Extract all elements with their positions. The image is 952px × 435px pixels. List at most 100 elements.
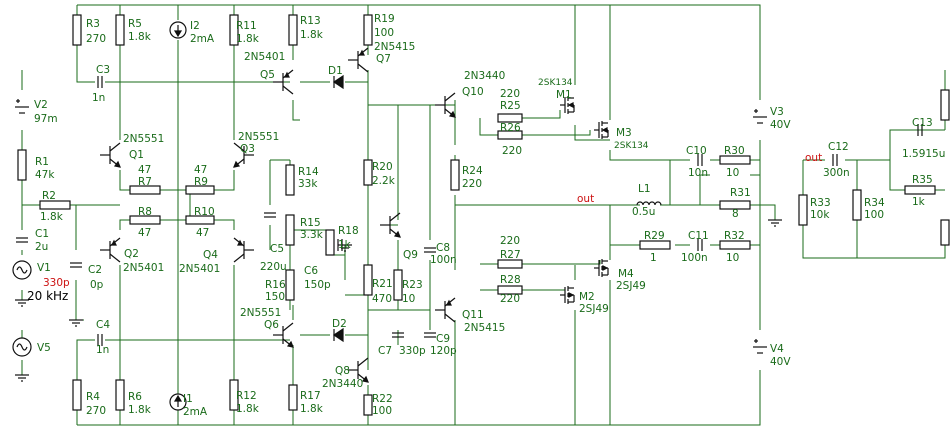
label-r14-name: R14 [298, 166, 319, 178]
label-c7-value: 330p [399, 345, 426, 357]
r11-symbol [229, 14, 239, 46]
r34-symbol [852, 189, 862, 221]
label-q1-name: Q1 [129, 149, 144, 161]
label-r18-value: 1k [338, 239, 352, 251]
r14-symbol [285, 164, 295, 196]
label-i2-value: 2mA [190, 33, 215, 45]
r10-symbol [185, 215, 215, 225]
q5-symbol [273, 69, 294, 95]
r8-symbol [129, 215, 161, 225]
label-r16-value: 150 [265, 291, 285, 303]
label-r12-value: 1.8k [236, 403, 260, 415]
label-r7-name: R7 [138, 176, 152, 188]
label-r13-value: 1.8k [300, 29, 324, 41]
label-r23-value: 10 [402, 293, 415, 305]
c2-symbol [70, 262, 82, 268]
label-q8-name: Q8 [335, 365, 350, 377]
label-r34-value: 100 [864, 209, 884, 221]
label-c1-name: C1 [35, 228, 49, 240]
label-q1-part: 2N5551 [123, 133, 164, 145]
label-c8-name: C8 [436, 242, 450, 254]
q6-symbol [273, 322, 294, 348]
label-r10-name: R10 [194, 206, 215, 218]
label-m3-part: 2SK134 [614, 141, 649, 151]
c4-symbol [97, 334, 103, 346]
r27-symbol [497, 259, 523, 269]
components [12, 14, 950, 416]
label-v2-value: 97m [34, 113, 58, 125]
label-r11-value: 1.8k [236, 33, 260, 45]
c11-symbol [697, 239, 703, 251]
label-q2-part: 2N5401 [123, 262, 164, 274]
label-c10-value: 10n [688, 167, 708, 179]
label-r23-name: R23 [402, 279, 423, 291]
r4-symbol [72, 379, 82, 411]
ground-input [15, 374, 29, 382]
label-c4-name: C4 [96, 319, 110, 331]
d1-symbol [332, 74, 344, 90]
v3-battery-symbol [753, 109, 767, 124]
r31-symbol [719, 200, 751, 210]
label-r29-name: R29 [644, 230, 665, 242]
r5-symbol [115, 14, 125, 46]
label-v2-name: V2 [34, 99, 48, 111]
label-m4-part: 2SJ49 [616, 280, 646, 292]
label-r20-value: 2.2k [372, 175, 396, 187]
label-r25-value: 220 [500, 88, 520, 100]
r35-symbol [904, 185, 936, 195]
label-v5-name: V5 [37, 342, 51, 354]
label-r6-name: R6 [128, 391, 142, 403]
label-r3-name: R3 [86, 18, 100, 30]
label-l1-name: L1 [638, 183, 651, 195]
q11-symbol [435, 297, 456, 323]
r20-symbol [363, 159, 373, 186]
label-r31-name: R31 [730, 187, 751, 199]
label-l1-value: 0.5u [632, 206, 655, 218]
label-r33-value: 10k [810, 209, 830, 221]
q10-symbol [435, 92, 456, 118]
label-q10-part: 2N3440 [464, 70, 505, 82]
q7-symbol [348, 47, 369, 73]
label-r3-value: 270 [86, 33, 106, 45]
label-q6-part: 2N5551 [240, 307, 281, 319]
r29-symbol [639, 240, 671, 250]
label-r30-value: 10 [726, 167, 739, 179]
c13-symbol [917, 124, 923, 136]
label-v3-value: 40V [770, 119, 791, 131]
c8-symbol [424, 247, 436, 253]
r13-symbol [288, 14, 298, 46]
r15-symbol [285, 214, 295, 246]
label-r26-name: R26 [500, 122, 521, 134]
label-r19-name: R19 [374, 13, 395, 25]
label-q3-part: 2N5551 [238, 131, 279, 143]
label-c10-name: C10 [686, 145, 707, 157]
label-i1-value: 2mA [183, 406, 208, 418]
c7-symbol [392, 332, 404, 338]
label-r6-value: 1.8k [128, 404, 152, 416]
label-c7-name: C7 [378, 345, 392, 357]
v5-sine-source-symbol [12, 337, 32, 357]
m3-symbol [594, 121, 609, 139]
label-c5-name: C5 [270, 243, 284, 255]
label-c11-name: C11 [688, 230, 709, 242]
label-r30-name: R30 [724, 145, 745, 157]
label-r9-name: R9 [194, 176, 208, 188]
c10-symbol [697, 154, 703, 166]
label-c3-value: 1n [92, 92, 105, 104]
label-r9-value: 47 [194, 164, 207, 176]
label-c11-value: 100n [681, 252, 708, 264]
q3-symbol [233, 142, 254, 168]
label-r12-name: R12 [236, 390, 257, 402]
label-v4-value: 40V [770, 356, 791, 368]
label-m1-name: M1 [556, 89, 572, 101]
i1-current-source-symbol [169, 393, 187, 411]
label-v1-freq: 20 kHz [27, 289, 68, 303]
ground-v5 [15, 299, 29, 307]
r-right-edge-bottom-symbol [940, 219, 950, 246]
label-m2-part: 2SJ49 [579, 303, 609, 315]
r25-symbol [497, 113, 523, 123]
r23-symbol [393, 269, 403, 301]
label-r25-name: R25 [500, 100, 521, 112]
net-label-out-main: out [577, 193, 594, 205]
label-r35-value: 1k [912, 196, 926, 208]
